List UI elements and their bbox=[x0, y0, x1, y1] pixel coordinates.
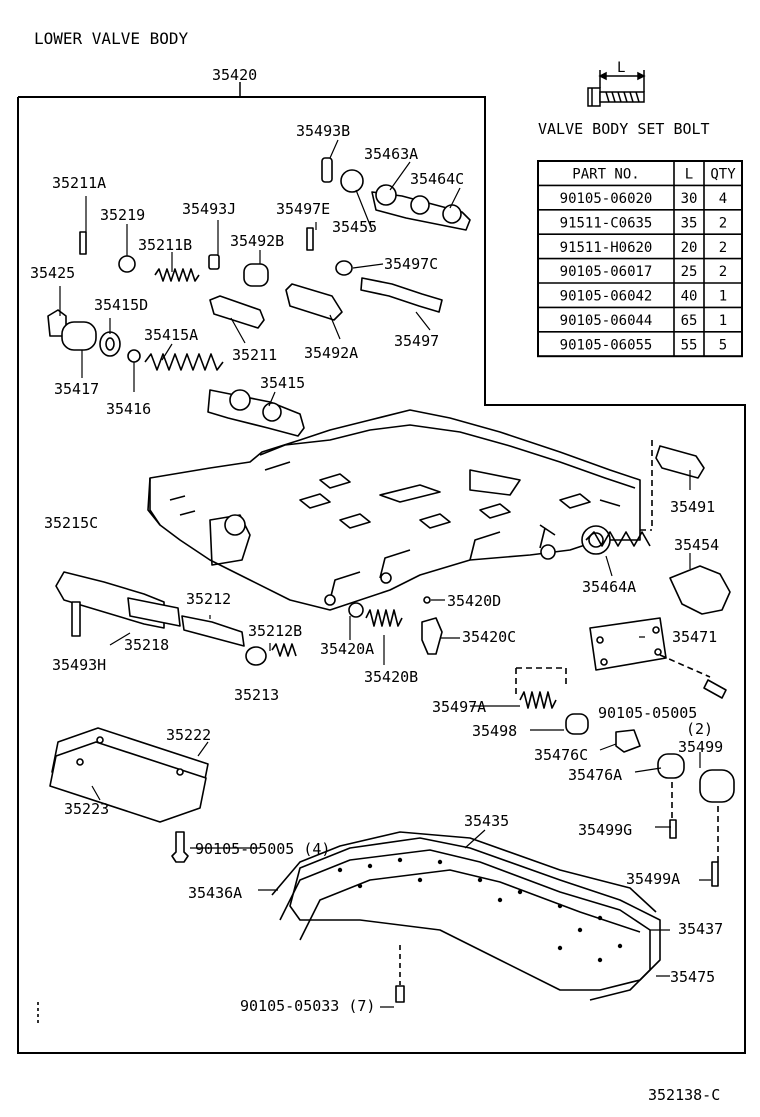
table-cell: 1 bbox=[719, 289, 727, 305]
part-callout: 35471 bbox=[672, 628, 717, 646]
part-callout: 35435 bbox=[464, 812, 509, 830]
table-cell: 4 bbox=[719, 191, 727, 207]
part-callout: 35417 bbox=[54, 380, 99, 398]
part-callout: 35215C bbox=[44, 514, 98, 532]
part-callout: 35476A bbox=[568, 766, 622, 784]
part-callout: (2) bbox=[686, 720, 713, 738]
assembly-border bbox=[17, 82, 746, 1054]
part-callout: 35212B bbox=[248, 622, 302, 640]
part-callout: 90105-05005 (4) bbox=[195, 840, 330, 858]
part-callout: 35420A bbox=[320, 640, 374, 658]
part-callout: 35498 bbox=[472, 722, 517, 740]
bolt-section-title: VALVE BODY SET BOLT bbox=[538, 120, 710, 138]
table-cell: 20 bbox=[681, 240, 698, 256]
part-callout: 35493H bbox=[52, 656, 106, 674]
table-cell: 1 bbox=[719, 313, 727, 329]
table-cell: 90105-06042 bbox=[560, 289, 653, 305]
table-header-cell: L bbox=[685, 167, 693, 183]
part-callout: 35455 bbox=[332, 218, 377, 236]
part-callout: 35464C bbox=[410, 170, 464, 188]
table-cell: 40 bbox=[681, 289, 698, 305]
leader-lines bbox=[59, 139, 711, 1008]
table-cell: 90105-06020 bbox=[560, 191, 653, 207]
table-cell: 2 bbox=[719, 240, 727, 256]
dimension-label: L bbox=[617, 60, 625, 76]
table-cell: 55 bbox=[681, 337, 698, 353]
part-callout: 35493J bbox=[182, 200, 236, 218]
table-cell: 25 bbox=[681, 264, 698, 280]
part-callout: 35416 bbox=[106, 400, 151, 418]
table-cell: 90105-06017 bbox=[560, 264, 653, 280]
part-callout: 35499A bbox=[626, 870, 680, 888]
part-callout: 35211 bbox=[232, 346, 277, 364]
part-callout: 35492B bbox=[230, 232, 284, 250]
table-cell: 35 bbox=[681, 215, 698, 231]
part-callout: 35437 bbox=[678, 920, 723, 938]
bolt-table: PART NO. L QTY 90105-06020 30 4 91511-C0635 35 2… bbox=[537, 160, 743, 358]
table-cell: 91511-C0635 bbox=[560, 215, 653, 231]
part-callout: 35497A bbox=[432, 698, 486, 716]
part-callout: 90105-05005 bbox=[598, 704, 697, 722]
part-callout: 90105-05033 (7) bbox=[240, 997, 375, 1015]
part-callout: 35492A bbox=[304, 344, 358, 362]
part-callout: 35499 bbox=[678, 738, 723, 756]
table-cell: 65 bbox=[681, 313, 698, 329]
valve-body-casting bbox=[147, 409, 641, 611]
part-callout: 35497C bbox=[384, 255, 438, 273]
part-callout: 35463A bbox=[364, 145, 418, 163]
part-callout: 35223 bbox=[64, 800, 109, 818]
part-callout: 35212 bbox=[186, 590, 231, 608]
callouts: 35493B 35463A 35464C 35211A 35219 35493J 35497… bbox=[30, 122, 723, 1015]
table-cell: 91511-H0620 bbox=[560, 240, 653, 256]
drawing-code: 352138-C bbox=[648, 1086, 720, 1104]
part-callout: 35454 bbox=[674, 536, 719, 554]
part-callout: 35475 bbox=[670, 968, 715, 986]
part-callout: 35218 bbox=[124, 636, 169, 654]
table-header-cell: PART NO. bbox=[572, 167, 639, 183]
part-callout: 35420B bbox=[364, 668, 418, 686]
part-callout: 35415 bbox=[260, 374, 305, 392]
part-callout: 35464A bbox=[582, 578, 636, 596]
bolt-icon bbox=[587, 70, 646, 107]
part-callout: 35493B bbox=[296, 122, 350, 140]
table-cell: 90105-06055 bbox=[560, 337, 653, 353]
part-callout: 35420C bbox=[462, 628, 516, 646]
diagram-title: LOWER VALVE BODY bbox=[34, 29, 188, 48]
part-callout: 35420D bbox=[447, 592, 501, 610]
part-callout: 35415A bbox=[144, 326, 198, 344]
part-callout: 35497E bbox=[276, 200, 330, 218]
part-callout: 35213 bbox=[234, 686, 279, 704]
assembly-number: 35420 bbox=[212, 66, 257, 84]
part-callout: 35415D bbox=[94, 296, 148, 314]
table-header-cell: QTY bbox=[710, 167, 736, 183]
parts-art bbox=[37, 157, 735, 1026]
part-callout: 35497 bbox=[394, 332, 439, 350]
table-cell: 30 bbox=[681, 191, 698, 207]
part-callout: 35491 bbox=[670, 498, 715, 516]
table-cell: 5 bbox=[719, 337, 727, 353]
part-callout: 35476C bbox=[534, 746, 588, 764]
part-callout: 35436A bbox=[188, 884, 242, 902]
part-callout: 35499G bbox=[578, 821, 632, 839]
part-callout: 35211A bbox=[52, 174, 106, 192]
part-callout: 35222 bbox=[166, 726, 211, 744]
part-callout: 35219 bbox=[100, 206, 145, 224]
table-cell: 90105-06044 bbox=[560, 313, 653, 329]
part-callout: 35211B bbox=[138, 236, 192, 254]
table-cell: 2 bbox=[719, 215, 727, 231]
part-callout: 35425 bbox=[30, 264, 75, 282]
table-cell: 2 bbox=[719, 264, 727, 280]
